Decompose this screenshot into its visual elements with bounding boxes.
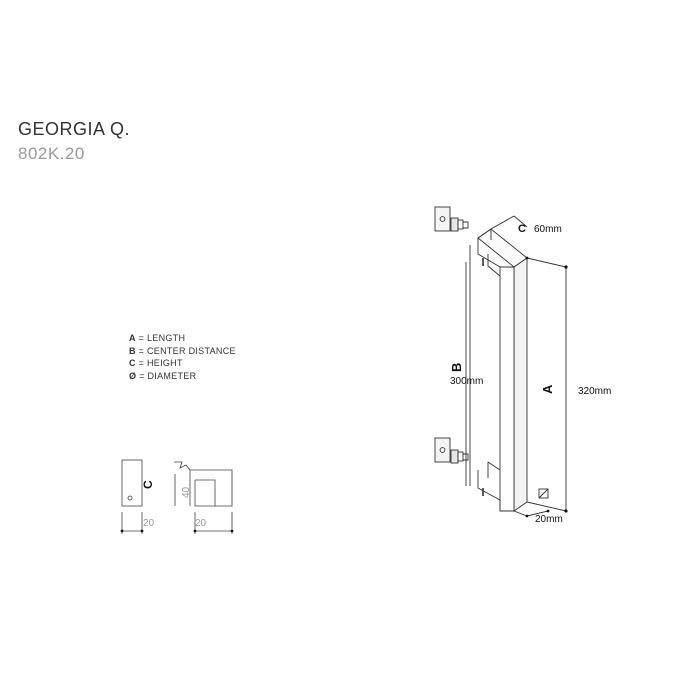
value-c: 60mm bbox=[534, 224, 562, 235]
value-a: 320mm bbox=[578, 386, 611, 397]
product-name: GEORGIA Q. bbox=[18, 119, 131, 139]
top-mounting-plate bbox=[434, 206, 469, 232]
label-c: C bbox=[518, 223, 526, 235]
legend-item-height: C = HEIGHT bbox=[129, 358, 183, 369]
bottom-mounting-plate bbox=[434, 437, 469, 464]
section-width-left: 20 bbox=[143, 518, 155, 529]
legend-item-diameter: Ø = DIAMETER bbox=[129, 370, 197, 381]
section-square bbox=[121, 459, 143, 507]
dimension-line-a bbox=[526, 257, 567, 512]
product-code: 802K.20 bbox=[18, 144, 85, 163]
dimension-line-c bbox=[477, 215, 528, 239]
section-profile bbox=[174, 461, 233, 507]
cross-section-drawing bbox=[121, 459, 233, 534]
handle-bar bbox=[469, 228, 528, 512]
legend-item-center-distance: B = CENTER DISTANCE bbox=[129, 345, 236, 356]
handle-drawing bbox=[434, 206, 567, 517]
section-height: 40 bbox=[181, 486, 192, 498]
value-b: 300mm bbox=[450, 376, 483, 387]
legend-item-length: A = LENGTH bbox=[129, 333, 186, 343]
section-label-c: C bbox=[141, 480, 155, 489]
dimension-dots bbox=[525, 256, 568, 518]
dimension-legend: A = LENGTH B = CENTER DISTANCE C = HEIGH… bbox=[129, 332, 236, 382]
section-width-right: 20 bbox=[195, 518, 207, 529]
label-b: B bbox=[449, 363, 464, 372]
value-diameter: 20mm bbox=[535, 514, 563, 525]
section-dimension-dots bbox=[120, 529, 234, 533]
label-a: A bbox=[540, 384, 555, 394]
